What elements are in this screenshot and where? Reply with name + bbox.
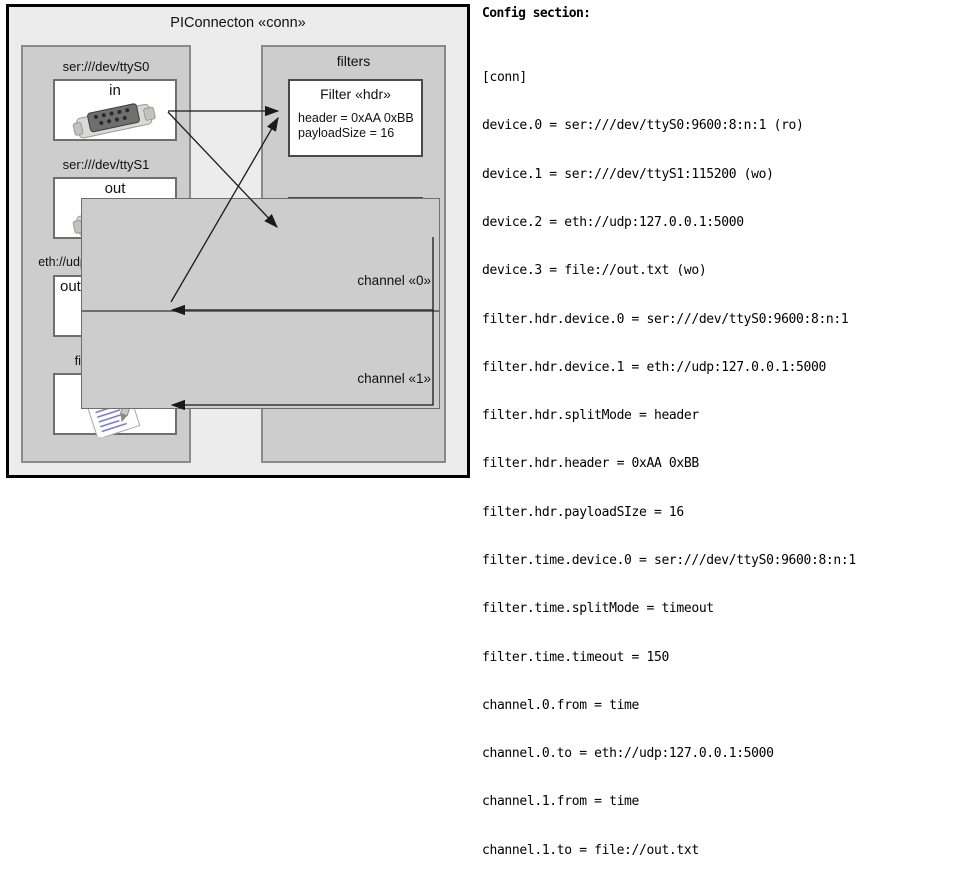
config-section: Config section: [conn] device.0 = ser://… — [482, 6, 960, 891]
config-line: filter.time.splitMode = timeout — [482, 601, 714, 617]
config-line: channel.1.from = time — [482, 794, 640, 810]
filter-attrs-hdr: header = 0xAA 0xBB payloadSize = 16 — [298, 111, 414, 141]
config-line: filter.time.device.0 = ser:///dev/ttyS0:… — [482, 553, 856, 568]
config-line: filter.hdr.splitMode = header — [482, 408, 699, 424]
config-line: filter.hdr.device.0 = ser:///dev/ttyS0:9… — [482, 311, 849, 327]
config-line: device.0 = ser:///dev/ttyS0:9600:8:n:1 (… — [482, 118, 804, 134]
device-label-ttys1: ser:///dev/ttyS1 — [62, 157, 150, 172]
device-label-ttys0: ser:///dev/ttyS0 — [62, 59, 150, 74]
filter-attr: header = 0xAA 0xBB — [298, 111, 414, 125]
filters-title: filters — [336, 53, 371, 69]
config-line: device.3 = file://out.txt (wo) — [482, 263, 707, 279]
config-line: device.1 = ser:///dev/ttyS1:115200 (wo) — [482, 166, 774, 182]
device-direction-ttys0: in — [109, 82, 121, 99]
channel-label-0: channel «0» — [357, 273, 431, 288]
config-line: channel.1.to = file://out.txt — [482, 842, 699, 858]
filter-attr: payloadSize = 16 — [298, 126, 395, 140]
config-lines: [conn] device.0 = ser:///dev/ttyS0:9600:… — [482, 38, 960, 891]
filter-title-hdr: Filter «hdr» — [320, 86, 391, 102]
config-line: filter.time.timeout = 150 — [482, 649, 669, 665]
config-line: [conn] — [482, 70, 527, 86]
config-heading: Config section: — [482, 6, 591, 21]
config-line: channel.0.to = eth://udp:127.0.0.1:5000 — [482, 746, 774, 762]
config-line: channel.0.from = time — [482, 697, 640, 713]
device-box-ttys0[interactable]: in — [53, 79, 177, 141]
config-line: device.2 = eth://udp:127.0.0.1:5000 — [482, 215, 744, 231]
channel-label-1: channel «1» — [357, 371, 431, 386]
channel-box-0[interactable]: channel «0» — [81, 198, 440, 311]
config-line: filter.hdr.payloadSIze = 16 — [482, 504, 684, 520]
config-line: filter.hdr.device.1 = eth://udp:127.0.0.… — [482, 359, 826, 375]
device-direction-ttys1: out — [104, 180, 126, 197]
piconnecton-frame: PIConnecton «conn» ser:///dev/ttyS0 in — [6, 4, 470, 478]
config-line: filter.hdr.header = 0xAA 0xBB — [482, 456, 699, 472]
serial-port-icon — [69, 101, 161, 144]
diagram-title: PIConnecton «conn» — [170, 15, 306, 31]
channel-box-1[interactable]: channel «1» — [81, 311, 440, 409]
filter-box-hdr[interactable]: Filter «hdr» header = 0xAA 0xBB payloadS… — [288, 79, 423, 157]
